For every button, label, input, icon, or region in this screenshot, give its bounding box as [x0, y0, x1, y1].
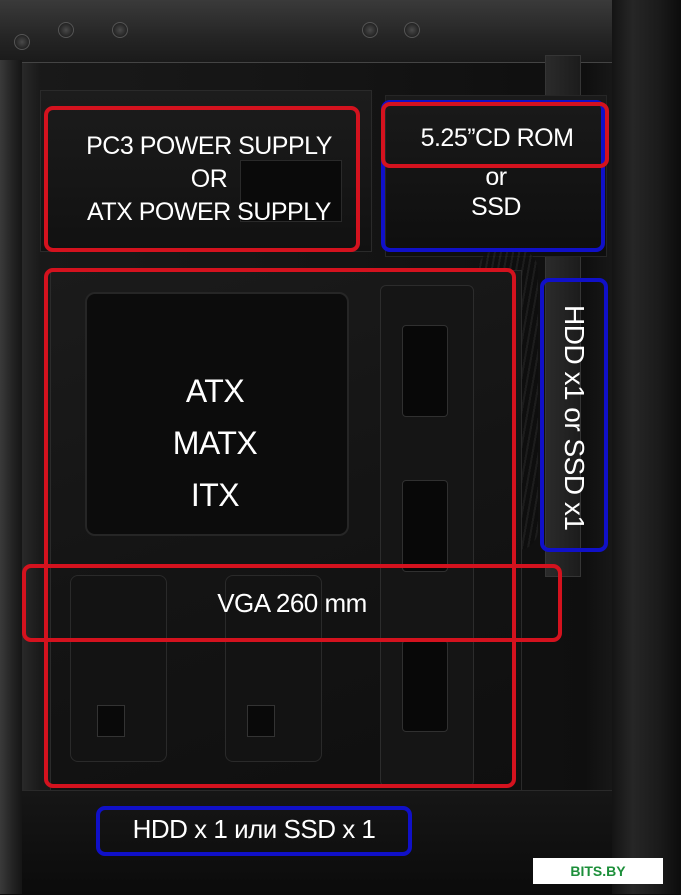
odd-sub-line: or: [485, 163, 507, 191]
hdd-bottom-label: HDD x 1 или SSD x 1: [132, 814, 376, 844]
screw-hole: [58, 22, 74, 38]
psu-notch: [240, 160, 342, 222]
tray-vent: [97, 705, 125, 737]
screw-hole: [404, 22, 420, 38]
front-panel: [612, 0, 681, 894]
optical-bay: [385, 95, 607, 257]
psu-line: PC3 POWER SUPPLY: [86, 132, 332, 160]
screw-hole: [362, 22, 378, 38]
cable-slot: [402, 480, 448, 572]
cable-slot: [402, 325, 448, 417]
watermark: BITS.BY: [533, 858, 663, 884]
hdd-side-box: [540, 278, 608, 552]
psu-line: OR: [190, 165, 228, 193]
tray-vent: [247, 705, 275, 737]
odd-sub-label: or SSD: [382, 162, 610, 222]
odd-title-label: 5.25”CD ROM: [420, 124, 574, 152]
psu-box: [44, 106, 360, 252]
top-rail: [0, 0, 630, 63]
form-factor: MATX: [172, 425, 258, 461]
screw-hole: [14, 34, 30, 50]
hdd-side-text: HDD x1 or SSD x1: [559, 304, 590, 531]
cpu-cutout: [85, 292, 349, 536]
vga-box: [22, 564, 562, 642]
odd-sub-line: SSD: [471, 193, 521, 221]
cable-slot: [402, 640, 448, 732]
odd-red-box: [381, 102, 609, 168]
psu-line: ATX POWER SUPPLY: [87, 198, 331, 226]
vga-label: VGA 260 mm: [217, 588, 367, 618]
hdd-bottom-box: [96, 806, 412, 856]
left-edge: [0, 60, 22, 894]
psu-label: PC3 POWER SUPPLY OR ATX POWER SUPPLY: [44, 130, 374, 229]
form-factor: ATX: [185, 373, 245, 409]
motherboard-box: [44, 268, 516, 788]
hdd-side-label: HDD x1 or SSD x1: [545, 290, 603, 545]
screw-hole: [112, 22, 128, 38]
form-factor: ITX: [190, 477, 240, 513]
motherboard-label: ATX MATX ITX: [150, 365, 280, 521]
